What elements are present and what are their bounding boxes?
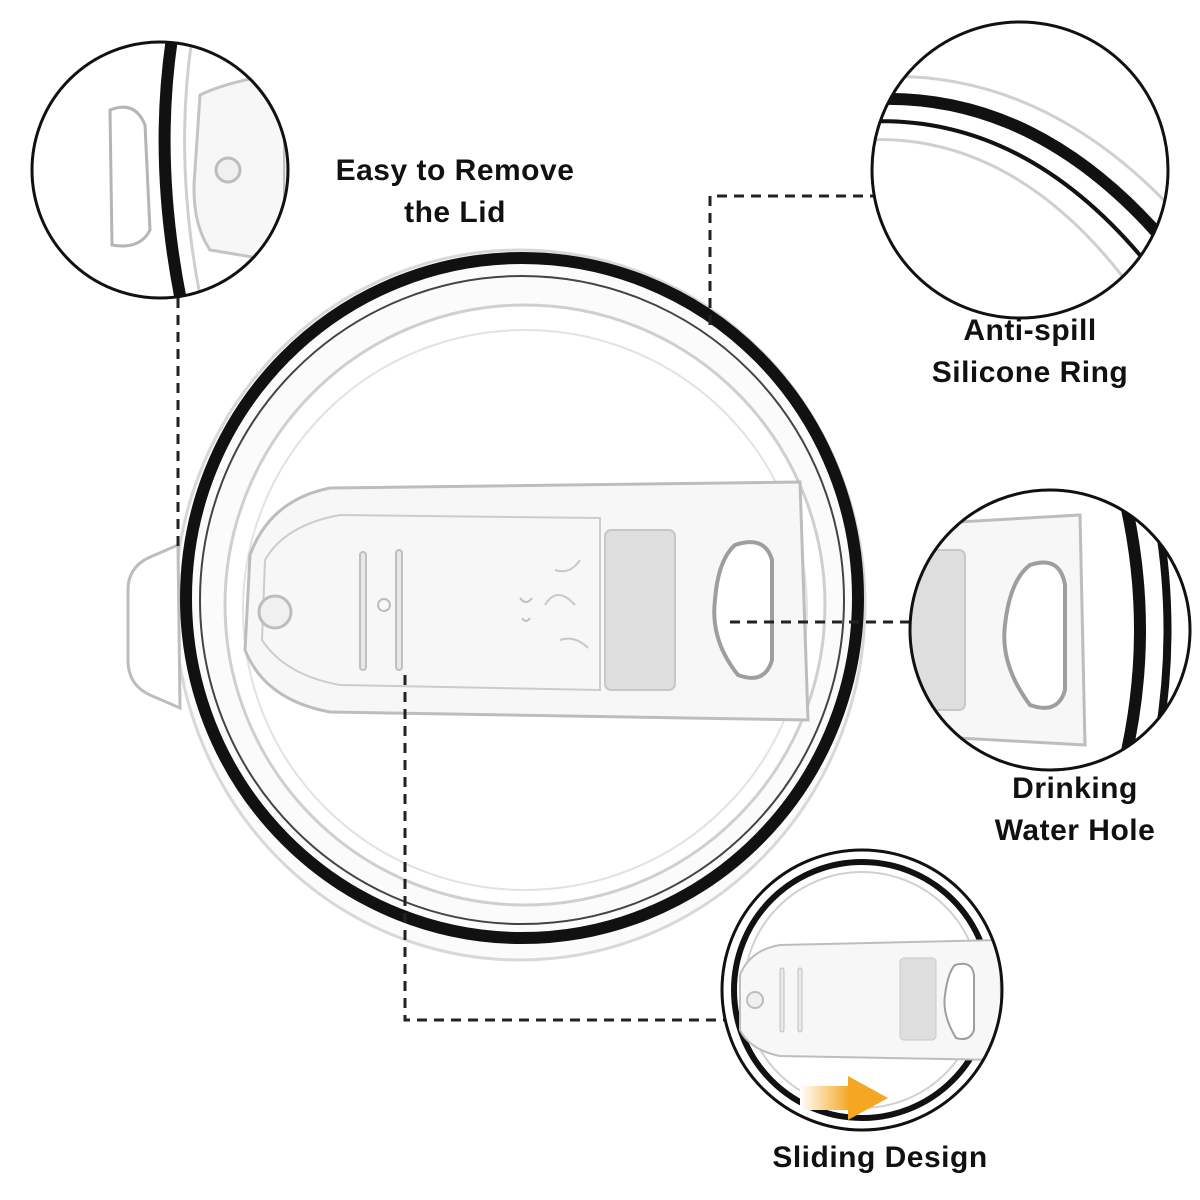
- lid-pull-tab: [126, 542, 182, 711]
- connector-slide: [403, 675, 725, 1022]
- label-silicone-ring: Anti-spill Silicone Ring: [905, 310, 1155, 394]
- label-easy-remove: Easy to Remove the Lid: [300, 150, 610, 234]
- label-silicone-ring-line2: Silicone Ring: [931, 356, 1129, 389]
- connector-lines: [176, 194, 910, 1022]
- label-drinking-hole-line2: Water Hole: [994, 814, 1156, 847]
- slider: [243, 480, 810, 722]
- label-easy-remove-line1: Easy to Remove: [335, 154, 575, 187]
- slide-arrow-icon: [800, 1076, 888, 1120]
- callout-sliding-design: [720, 848, 1004, 1132]
- connector-ring: [708, 194, 875, 325]
- label-sliding-design: Sliding Design: [740, 1137, 1020, 1179]
- silicone-ring: [180, 252, 864, 944]
- label-silicone-ring-line1: Anti-spill: [963, 314, 1097, 347]
- callout-remove-lid: [30, 40, 290, 300]
- label-drinking-hole: Drinking Water Hole: [970, 768, 1180, 852]
- main-lid: [126, 248, 867, 962]
- callout-drinking-hole: [908, 488, 1192, 772]
- label-sliding-design-line1: Sliding Design: [772, 1141, 988, 1174]
- label-drinking-hole-line1: Drinking: [1012, 772, 1138, 805]
- label-easy-remove-line2: the Lid: [404, 196, 506, 229]
- callout-silicone-ring: [870, 20, 1170, 320]
